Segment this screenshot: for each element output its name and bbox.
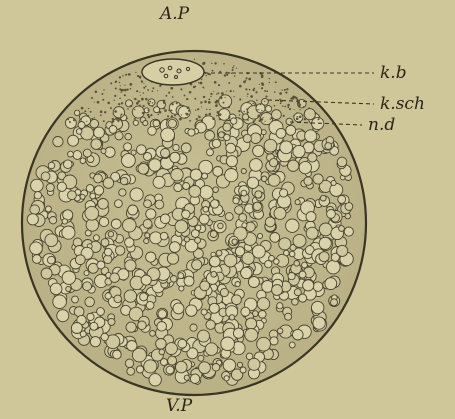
germinal-vesicle bbox=[142, 59, 204, 85]
label-germinal-layer: k.sch bbox=[380, 96, 425, 113]
label-germinal-vesicle: k.b bbox=[380, 65, 407, 82]
label-nutritive-yolk: n.d bbox=[368, 117, 395, 134]
label-animal-pole: A.P bbox=[160, 6, 189, 23]
label-vegetal-pole: V.P bbox=[166, 398, 192, 415]
